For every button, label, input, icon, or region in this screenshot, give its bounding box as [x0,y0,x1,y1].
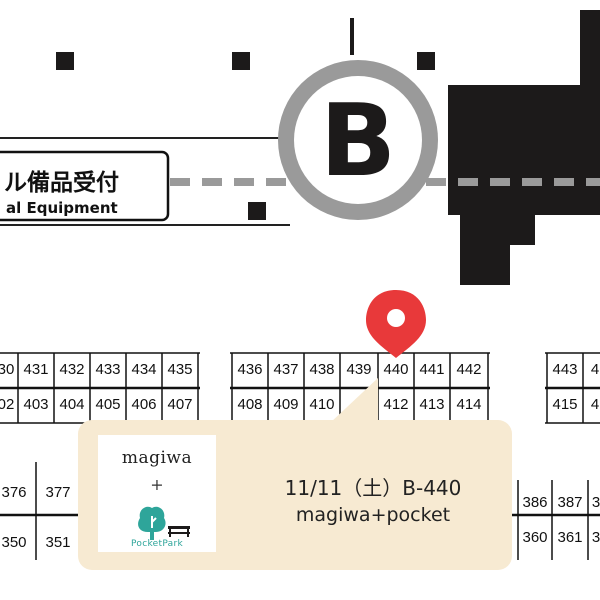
callout-tail [330,378,378,423]
booth-numbers-row2: 376 377 386 387 3 350 351 360 361 3 [1,484,600,551]
booth-number: 433 [95,361,120,378]
booth-number: 404 [59,396,84,413]
booth-callout: magiwa + PocketPark 11/11（土）B-440 magiwa… [78,420,512,570]
booth-number: 350 [1,534,26,551]
booth-number: 30 [0,361,14,378]
pillar [232,52,250,70]
booth-number: 409 [273,396,298,413]
booth-number: 437 [273,361,298,378]
booth-number: 436 [237,361,262,378]
exhibitor-name: magiwa+pocket [295,504,451,526]
booth-numbers-row1-top: 30 431 432 433 434 435 436 437 438 439 4… [0,361,599,378]
booth-number: 441 [419,361,444,378]
booth-number: 377 [45,484,70,501]
booth-number: 387 [557,494,582,511]
booth-number: 3 [592,494,600,511]
event-date-booth: 11/11（土）B-440 [284,476,462,500]
booth-number: 351 [45,534,70,551]
booth-number: 413 [419,396,444,413]
booth-number: 4 [591,361,599,378]
booth-number: 438 [309,361,334,378]
booth-number: 435 [167,361,192,378]
booth-number: 434 [131,361,156,378]
booth-number: 405 [95,396,120,413]
hall-marker-inner [294,76,422,204]
booth-number: 442 [456,361,481,378]
booth-number: 432 [59,361,84,378]
pocketpark-logo-text: PocketPark [131,539,183,549]
booth-number: 4 [591,396,599,413]
booth-number: 412 [383,396,408,413]
booth-number: 403 [23,396,48,413]
booth-number: 406 [131,396,156,413]
equipment-label-jp: ル備品受付 [4,169,119,196]
booth-number: 410 [309,396,334,413]
booth-number: 3 [592,529,600,546]
equipment-label-en: al Equipment [6,199,118,217]
booth-number: 02 [0,396,14,413]
booth-number-highlight: 440 [383,361,408,378]
booth-number: 386 [522,494,547,511]
hall-letter: B [320,82,396,199]
booth-number: 361 [557,529,582,546]
pocketpark-logo-icon [134,502,194,542]
booth-grid-row2 [0,462,600,560]
pillar [56,52,74,70]
booth-number: 415 [552,396,577,413]
booth-number: 443 [552,361,577,378]
booth-number: 431 [23,361,48,378]
booth-number: 407 [167,396,192,413]
booth-number: 414 [456,396,481,413]
building-block [448,10,600,285]
plus-sign: + [150,475,164,494]
pillar [417,52,435,70]
equipment-counter-sign [0,150,170,222]
exhibitor-logo-card: magiwa + PocketPark [98,435,216,552]
booth-numbers-row1-bottom: 02 403 404 405 406 407 408 409 410 412 4… [0,396,599,413]
booth-number: 439 [346,361,371,378]
brand-name: magiwa [121,448,193,468]
booth-grid-row1 [0,352,600,424]
location-pin-icon[interactable] [366,290,426,358]
booth-number: 408 [237,396,262,413]
booth-number: 360 [522,529,547,546]
pillar [248,202,266,220]
booth-number: 376 [1,484,26,501]
